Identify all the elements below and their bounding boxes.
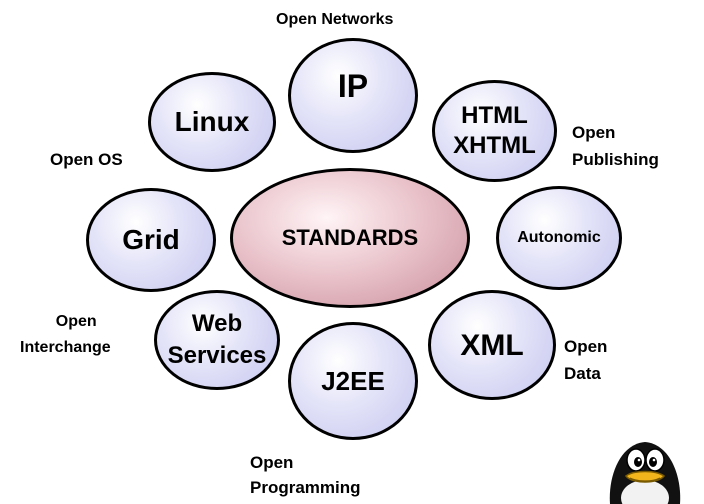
open-os-label: Open OS xyxy=(50,150,123,169)
standards-label: STANDARDS xyxy=(281,224,419,250)
open-interchange-line2: Interchange xyxy=(20,339,111,356)
xml-node: XML xyxy=(428,290,556,400)
standards-ellipse: STANDARDS xyxy=(230,168,470,308)
linux-label: Linux xyxy=(174,105,250,137)
open-programming-label: Open Programming xyxy=(250,452,361,499)
ip-label: IP xyxy=(337,67,369,104)
grid-label: Grid xyxy=(122,223,180,255)
autonomic-node: Autonomic xyxy=(496,186,622,290)
linux-node: Linux xyxy=(148,72,276,172)
grid-node: Grid xyxy=(86,188,216,292)
open-interchange-line1: Open xyxy=(55,313,97,330)
xhtml-label: XHTML xyxy=(453,132,536,159)
j2ee-node: J2EE xyxy=(288,322,418,440)
open-data-label: Open Data xyxy=(564,336,607,385)
j2ee-label: J2EE xyxy=(321,365,385,396)
open-programming-line2: Programming xyxy=(250,478,361,498)
open-networks-label: Open Networks xyxy=(276,11,394,28)
open-data-line2: Data xyxy=(564,364,601,384)
web-services-node: Web Services xyxy=(154,290,280,390)
autonomic-label: Autonomic xyxy=(517,229,601,247)
open-publishing-line1: Open xyxy=(572,123,616,142)
web-label: Web xyxy=(191,309,243,337)
open-publishing-line2: Publishing xyxy=(572,150,659,170)
open-publishing-label: Open Publishing xyxy=(572,122,659,171)
penguin-icon xyxy=(609,442,681,504)
services-label: Services xyxy=(167,342,267,369)
ip-node: IP xyxy=(288,38,418,153)
open-data-line1: Open xyxy=(564,337,608,356)
open-programming-line1: Open xyxy=(250,453,294,472)
xml-label: XML xyxy=(460,328,524,362)
open-interchange-label: Open Interchange xyxy=(20,312,111,358)
html-xhtml-node: HTML XHTML xyxy=(432,80,557,182)
html-label: HTML xyxy=(461,101,528,129)
